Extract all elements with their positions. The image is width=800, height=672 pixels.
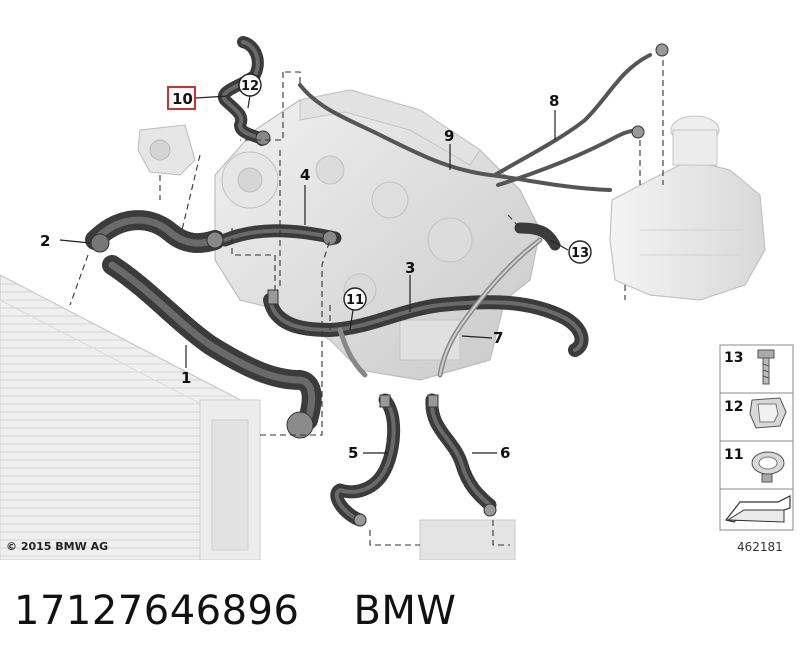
leader-lines: [59, 94, 569, 454]
reference-code: 462181: [737, 540, 783, 554]
callout-10-highlight-box: [167, 86, 196, 110]
callout-9: 9: [444, 127, 454, 145]
part-caption: 17127646896 BMW: [14, 588, 794, 634]
legend-label-11: 11: [724, 447, 743, 463]
callout-4: 4: [300, 166, 310, 184]
copyright-text: © 2015 BMW AG: [6, 540, 109, 553]
bolt-icon: [757, 349, 775, 385]
pipe-8: [493, 53, 652, 177]
callout-5: 5: [348, 444, 358, 462]
callout-7: 7: [493, 329, 503, 347]
legend-panel: 13 12 11: [719, 344, 794, 531]
pipes: [298, 53, 652, 378]
hose-5: [330, 393, 401, 527]
callout-12: 12: [241, 79, 259, 94]
legend-label-13: 13: [724, 350, 743, 366]
callout-13: 13: [571, 246, 589, 261]
parts-diagram: 1 2 3 4 5 6 7 8 9 10 11 12 13 13 12: [0, 36, 794, 560]
pipe-9: [298, 83, 612, 192]
brand-name: BMW: [353, 588, 457, 634]
callout-6: 6: [500, 444, 510, 462]
expansion-tank: [609, 115, 766, 301]
callout-1: 1: [181, 369, 191, 387]
callout-3: 3: [405, 259, 415, 277]
clip-icon: [749, 397, 787, 429]
dashed-assembly-lines: [69, 60, 664, 546]
hoses: [85, 36, 589, 527]
callout-10: 10: [172, 90, 193, 108]
part-number: 17127646896: [14, 588, 300, 634]
callout-11: 11: [346, 293, 364, 308]
legend-label-12: 12: [724, 399, 743, 415]
callout-2: 2: [40, 232, 50, 250]
callout-8: 8: [549, 92, 559, 110]
hose-clamp-icon: [751, 451, 785, 483]
fittings: [90, 43, 669, 527]
water-pump: [137, 124, 196, 176]
radiator: [0, 274, 261, 560]
callouts: 1 2 3 4 5 6 7 8 9 10 11 12 13: [40, 73, 592, 462]
wedge-arrow-icon: [724, 495, 791, 523]
